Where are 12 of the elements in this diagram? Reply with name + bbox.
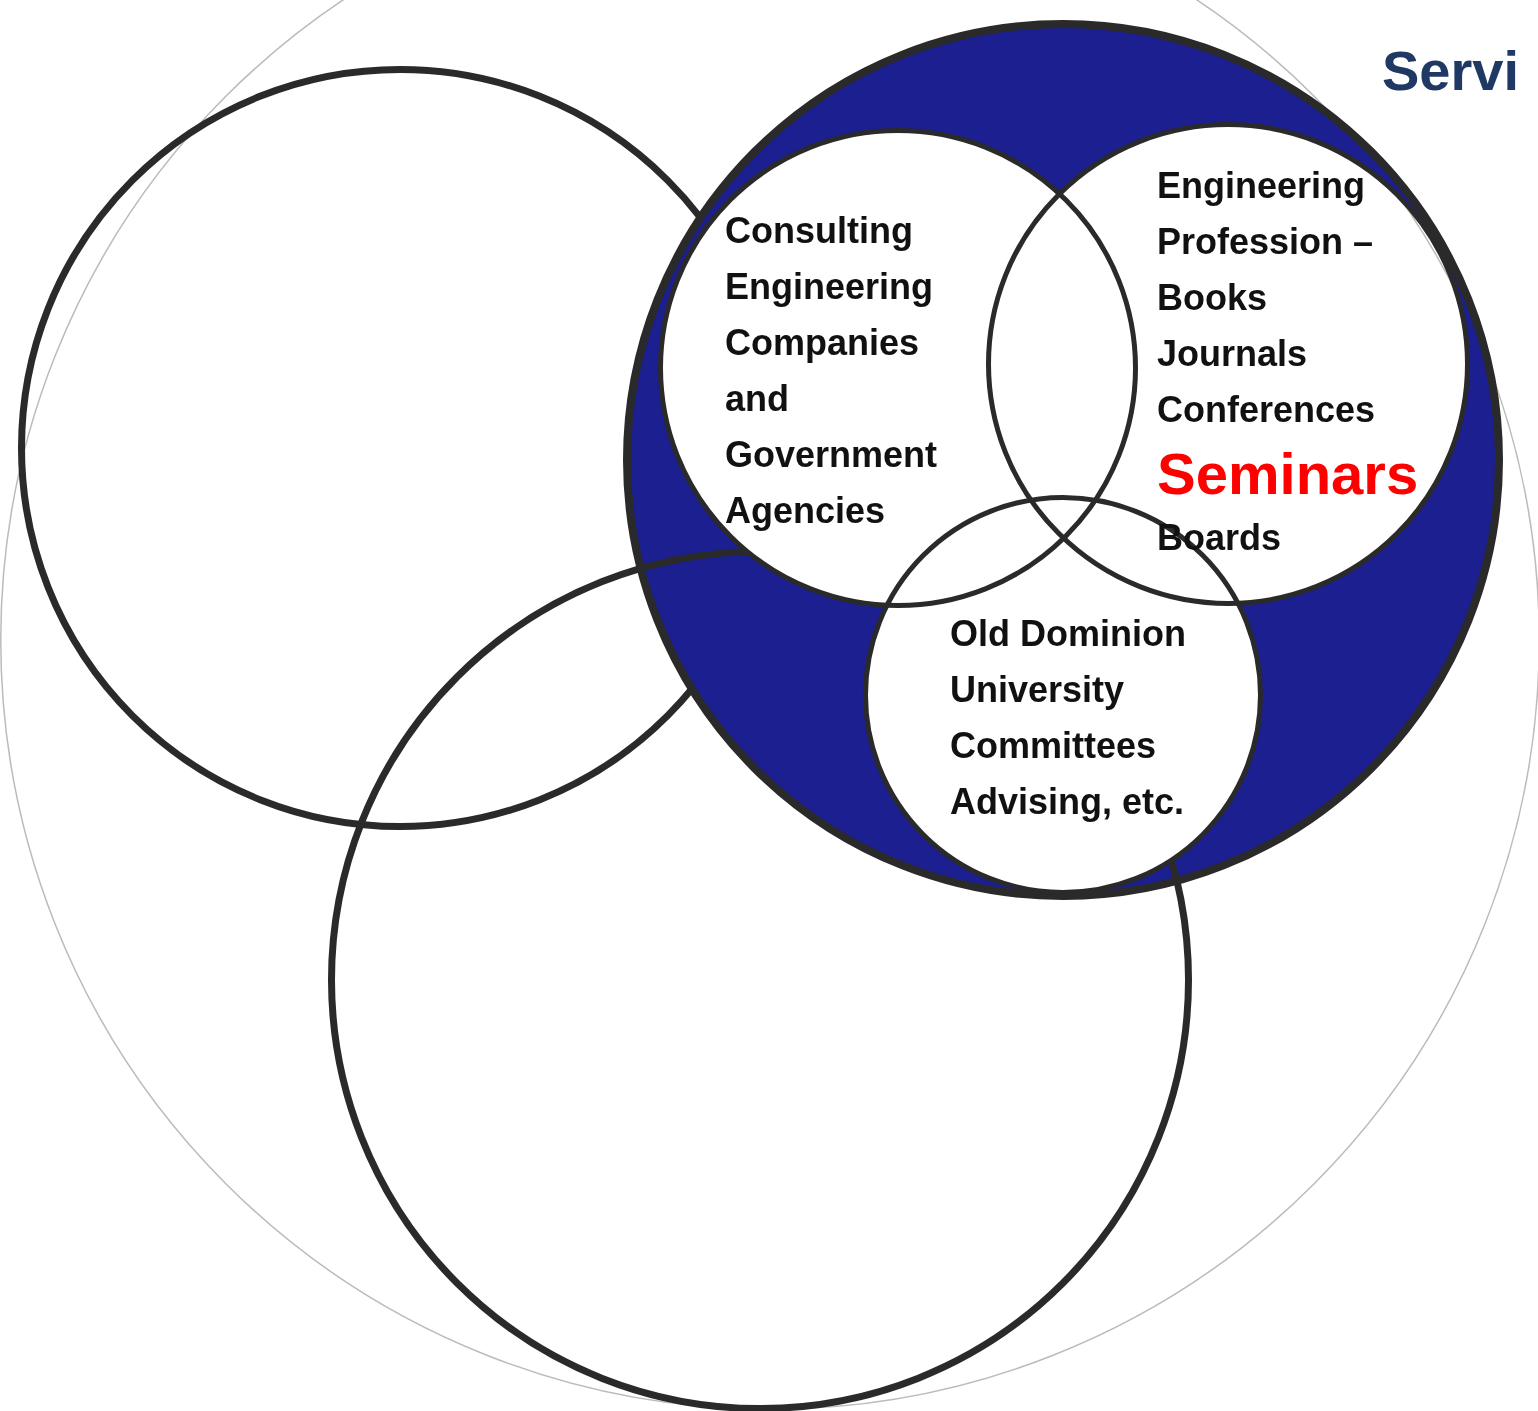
list-item: Committees — [950, 724, 1158, 768]
list-item: Books — [1157, 276, 1269, 320]
region-label: Old Dominion University — [950, 612, 1187, 712]
list-item: Seminars — [1157, 440, 1419, 508]
title: Servi — [1382, 38, 1519, 103]
region-label: Consulting Engineering Companies and Government Agencies — [725, 209, 939, 533]
list-item: Advising, etc. — [950, 780, 1186, 824]
list-item: Conferences — [1157, 388, 1377, 432]
venn-circle — [658, 128, 1138, 608]
venn-circle — [986, 122, 1470, 606]
region-label: Engineering Profession – — [1157, 164, 1375, 264]
list-item: Journals — [1157, 332, 1309, 376]
